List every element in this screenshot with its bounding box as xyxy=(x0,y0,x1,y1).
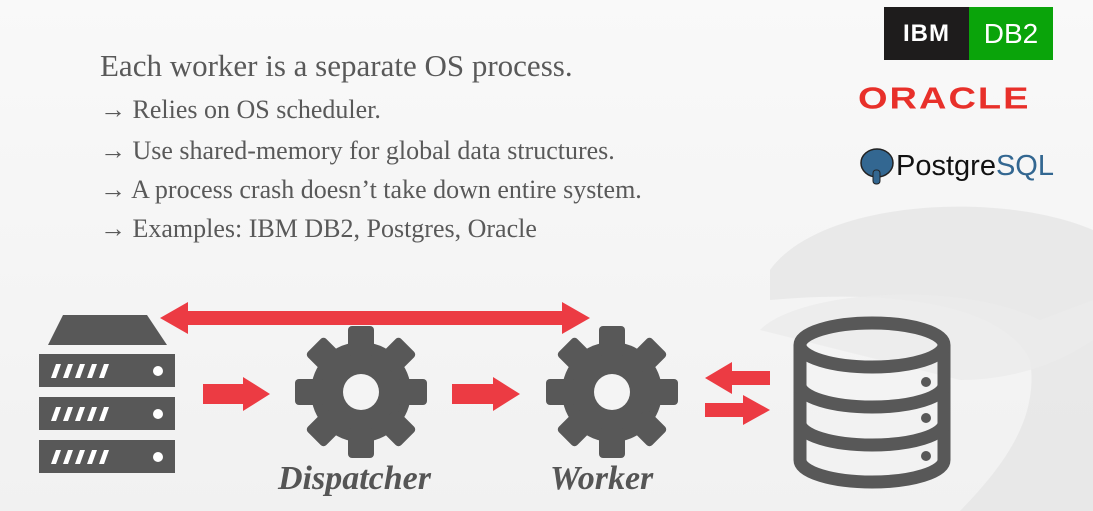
ibm-logo-text: IBM xyxy=(884,7,969,60)
arrow-to-worker xyxy=(452,377,520,411)
postgres-text: Postgre xyxy=(896,149,996,182)
server-icon xyxy=(39,315,175,473)
oracle-logo: ORACLE xyxy=(858,82,1031,116)
sql-text: SQL xyxy=(995,149,1054,182)
arrow-to-dispatcher xyxy=(203,377,270,411)
dispatcher-gear-icon xyxy=(295,326,427,458)
worker-gear-icon xyxy=(546,326,678,458)
elephant-icon xyxy=(860,148,894,185)
dispatcher-label: Dispatcher xyxy=(278,460,431,497)
bullet-2: → Use shared-memory for global data stru… xyxy=(100,136,615,165)
arrow-from-database xyxy=(705,362,770,394)
database-icon xyxy=(793,316,951,489)
bullet-4: → Examples: IBM DB2, Postgres, Oracle xyxy=(100,214,537,243)
arrow-to-database xyxy=(705,395,770,425)
double-arrow xyxy=(160,302,590,334)
worker-label: Worker xyxy=(550,460,654,497)
slide-title: Each worker is a separate OS process. xyxy=(100,48,573,83)
ibm-db2-logo: IBM DB2 xyxy=(884,7,1053,60)
bullet-3: → A process crash doesn’t take down enti… xyxy=(100,175,642,204)
db2-logo-text: DB2 xyxy=(969,7,1053,60)
bullet-1: → Relies on OS scheduler. xyxy=(100,95,381,124)
